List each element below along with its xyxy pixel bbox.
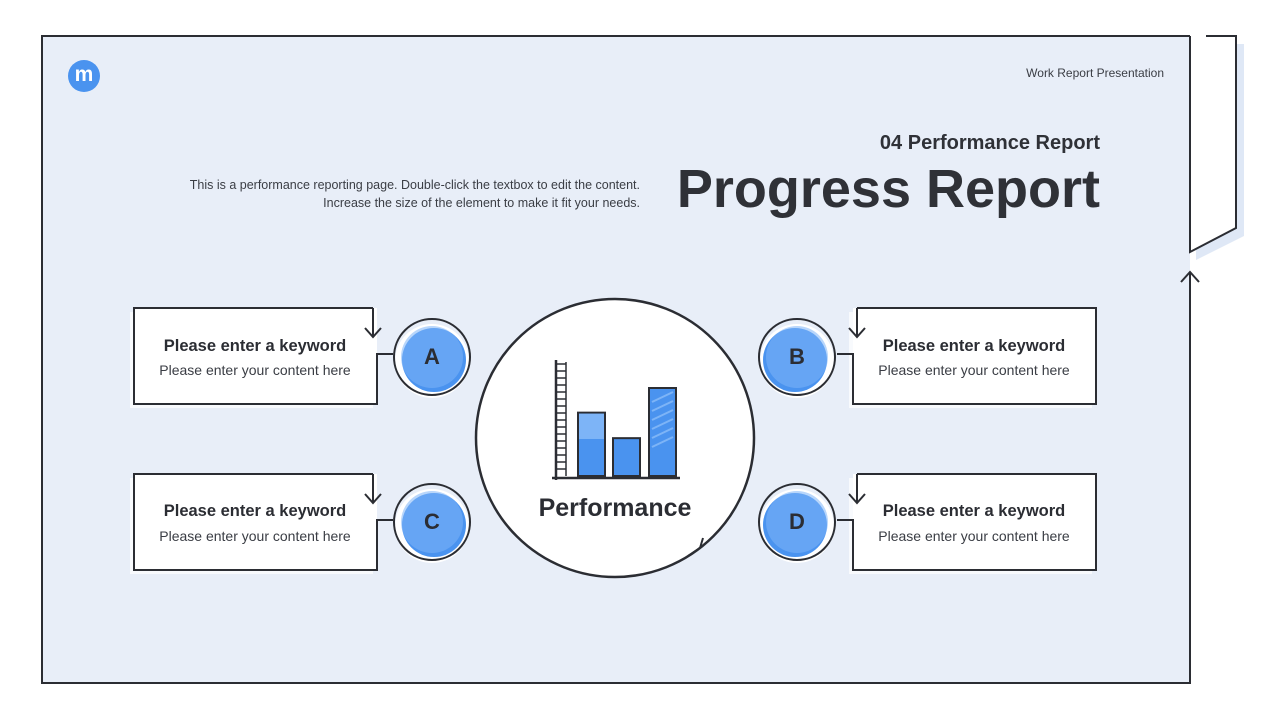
icon-bar-hatch: [651, 436, 674, 448]
card-a-letter: A: [424, 344, 440, 369]
card-d-content[interactable]: Please enter your content here: [878, 528, 1070, 544]
bar-chart-icon: [552, 360, 680, 480]
icon-bars: [577, 387, 677, 478]
description-line: Increase the size of the element to make…: [323, 196, 640, 210]
card-outline: [837, 307, 1097, 405]
icon-bar-hatch: [651, 409, 674, 421]
badge-ring: [758, 318, 836, 396]
icon-bar-highlight: [579, 413, 604, 439]
card-outline: [133, 307, 393, 405]
cards-layer: [130, 307, 1097, 574]
panel-outline: [41, 35, 1191, 684]
card-a-content[interactable]: Please enter your content here: [159, 362, 351, 378]
icon-bar-hatch: [651, 400, 674, 412]
card-b-keyword[interactable]: Please enter a keyword: [882, 337, 1066, 355]
badge-highlight: [401, 491, 463, 553]
page-title: Progress Report: [676, 159, 1100, 219]
card-c-keyword[interactable]: Please enter a keyword: [163, 502, 347, 520]
card-outline: [837, 473, 1097, 571]
badge-highlight: [401, 326, 463, 388]
chevron-down-icon: [364, 308, 382, 339]
presentation-label: Work Report Presentation: [1026, 66, 1164, 80]
center-label: Performance: [538, 494, 692, 522]
badge-highlight: [766, 491, 828, 553]
badge-highlight: [766, 326, 828, 388]
card-c-content[interactable]: Please enter your content here: [159, 528, 351, 544]
card-b-letter: B: [789, 344, 805, 369]
card-fill: [134, 474, 377, 570]
badge-ring: [393, 318, 471, 396]
card-fill: [134, 308, 377, 404]
card-d-letter: D: [789, 509, 805, 534]
card-fill: [853, 474, 1096, 570]
card-b-content[interactable]: Please enter your content here: [878, 362, 1070, 378]
section-subtitle: 04 Performance Report: [879, 132, 1100, 154]
icon-ruler: [556, 362, 567, 476]
icon-bar-hatch: [651, 418, 674, 430]
chevron-down-icon: [848, 474, 866, 505]
page-description: This is a performance reporting page. Do…: [80, 176, 640, 212]
brand-logo: m: [68, 60, 100, 92]
circle-arrow-icon: [687, 537, 704, 557]
card-d-keyword[interactable]: Please enter a keyword: [882, 502, 1066, 520]
icon-bar-hatch: [651, 427, 674, 439]
card-c-letter: C: [424, 509, 440, 534]
arrow-up-icon: [1180, 270, 1200, 283]
description-line: This is a performance reporting page. Do…: [189, 178, 640, 192]
card-outline: [133, 473, 393, 571]
icon-bar-hatch: [651, 391, 674, 403]
folded-tab: [1189, 35, 1237, 254]
badge-ring: [758, 483, 836, 561]
chevron-down-icon: [364, 474, 382, 505]
badge-ring: [393, 483, 471, 561]
chevron-down-icon: [848, 308, 866, 339]
card-fill: [853, 308, 1096, 404]
card-a-keyword[interactable]: Please enter a keyword: [163, 337, 347, 355]
icon-bar: [612, 437, 641, 478]
